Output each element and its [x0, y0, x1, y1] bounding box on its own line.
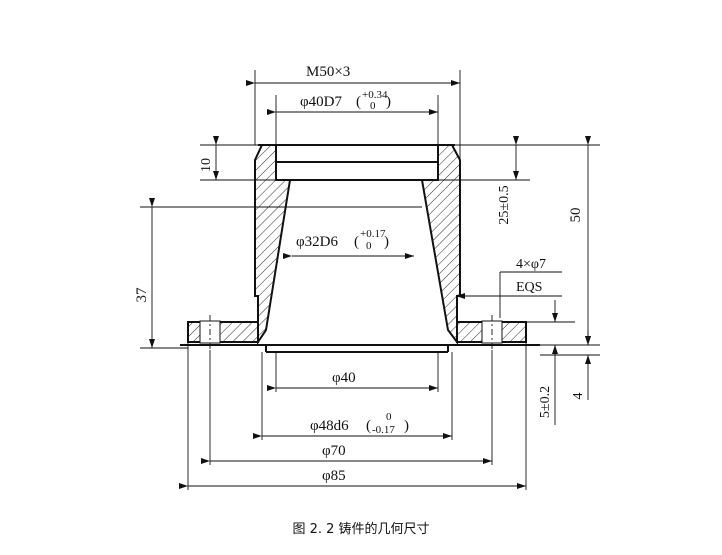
outline: [180, 144, 540, 353]
spigot-label: φ48d6 ( 0 -0.17 ): [310, 411, 409, 436]
holes-label-line1: 4×φ7: [516, 257, 546, 272]
bore-mid-label: φ32D6 ( +0.17 0 ): [296, 228, 389, 252]
bore-top-paren-open: (: [356, 94, 361, 110]
dim-flange: 5±0.2: [538, 386, 553, 418]
spigot-main: φ48d6: [310, 418, 349, 434]
bore-mid-paren-open: (: [354, 234, 359, 250]
bore-top-tol-upper: +0.34: [362, 89, 388, 101]
bottom-bore-label: φ40: [332, 370, 356, 386]
spigot-tol-upper: 0: [386, 411, 392, 423]
bore-mid-paren-close: ): [384, 234, 389, 250]
left-flange-section: [187, 321, 259, 343]
bore-mid-tol-upper: +0.17: [360, 228, 386, 240]
flange-od-label: φ85: [322, 468, 346, 484]
holes-label-line2: EQS: [516, 280, 542, 295]
spigot-paren-open: (: [366, 418, 371, 434]
dim-left-height: 37: [134, 287, 150, 303]
thread-label: M50×3: [306, 64, 350, 80]
figure-caption: 图 2. 2 铸件的几何尺寸: [292, 522, 430, 537]
bore-top-main: φ40D7: [300, 94, 342, 110]
bore-mid-tol-lower: 0: [366, 240, 372, 252]
bolt-circle-label: φ70: [322, 443, 346, 459]
dimension-lines: [149, 80, 591, 489]
left-wall-section: [254, 144, 292, 346]
bore-top-tol-lower: 0: [370, 100, 376, 112]
bore-top-paren-close: ): [386, 94, 391, 110]
bore-top-label: φ40D7 ( +0.34 0 ): [300, 89, 391, 112]
extension-lines: [140, 70, 600, 490]
dim-total-height: 50: [568, 208, 584, 223]
bore-mid-main: φ32D6: [296, 234, 338, 250]
dim-spigot: 4: [571, 393, 586, 400]
right-wall-section: [420, 144, 461, 345]
spigot-paren-close: ): [404, 418, 409, 434]
dim-mid-height: 25±0.5: [497, 185, 512, 224]
spigot-tol-lower: -0.17: [372, 424, 395, 436]
dim-top-height: 10: [199, 158, 214, 172]
